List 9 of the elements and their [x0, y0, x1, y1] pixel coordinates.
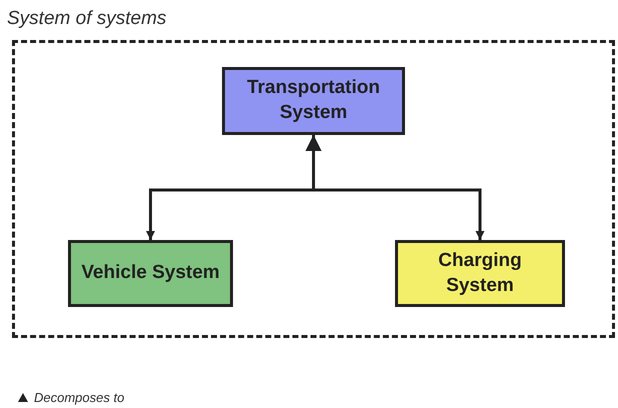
box-label: Charging System — [437, 248, 523, 298]
box-label: Vehicle System — [81, 261, 220, 286]
process-box — [68, 240, 233, 307]
connector-arrow — [306, 135, 484, 240]
process-box — [222, 67, 405, 135]
process-box — [395, 240, 565, 307]
box-label: Transportation System — [246, 76, 381, 125]
group-title: System of systems — [7, 7, 166, 31]
legend-label: Decomposes to — [34, 389, 124, 407]
